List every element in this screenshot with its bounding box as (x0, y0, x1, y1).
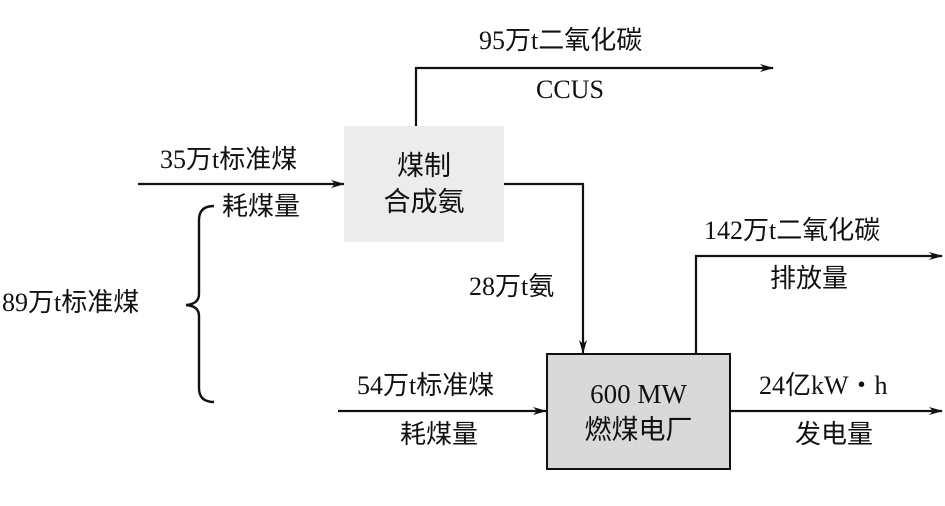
ccus-co2-value: 95万t二氧化碳 (479, 26, 643, 55)
node-label-line2: 合成氨 (383, 187, 465, 217)
co2-emission-desc: 排放量 (770, 264, 849, 293)
total-coal-brace (185, 204, 215, 404)
ammonia-to-plant-arrow (504, 182, 587, 354)
ccus-label: CCUS (536, 75, 604, 104)
node-label-line2: 燃煤电厂 (584, 414, 693, 445)
co2-emission-value: 142万t二氧化碳 (704, 216, 881, 245)
coal-to-ammonia-value: 35万t标准煤 (160, 145, 298, 174)
coal-to-plant-desc: 耗煤量 (400, 420, 479, 449)
total-coal-value: 89万t标准煤 (2, 288, 140, 317)
ammonia-to-plant-value: 28万t氨 (469, 272, 555, 301)
coal-to-ammonia-node: 煤制 合成氨 (344, 126, 504, 242)
coal-to-plant-value: 54万t标准煤 (357, 371, 495, 400)
node-label-line1: 600 MW (590, 378, 687, 409)
node-label-line1: 煤制 (397, 151, 451, 181)
coal-to-ammonia-desc: 耗煤量 (222, 192, 301, 221)
power-output-value: 24亿kW・h (759, 371, 888, 400)
coal-power-plant-node: 600 MW 燃煤电厂 (546, 353, 731, 470)
power-output-desc: 发电量 (795, 420, 874, 449)
ccus-arrow (414, 64, 774, 126)
co2-emission-arrow (694, 252, 943, 353)
